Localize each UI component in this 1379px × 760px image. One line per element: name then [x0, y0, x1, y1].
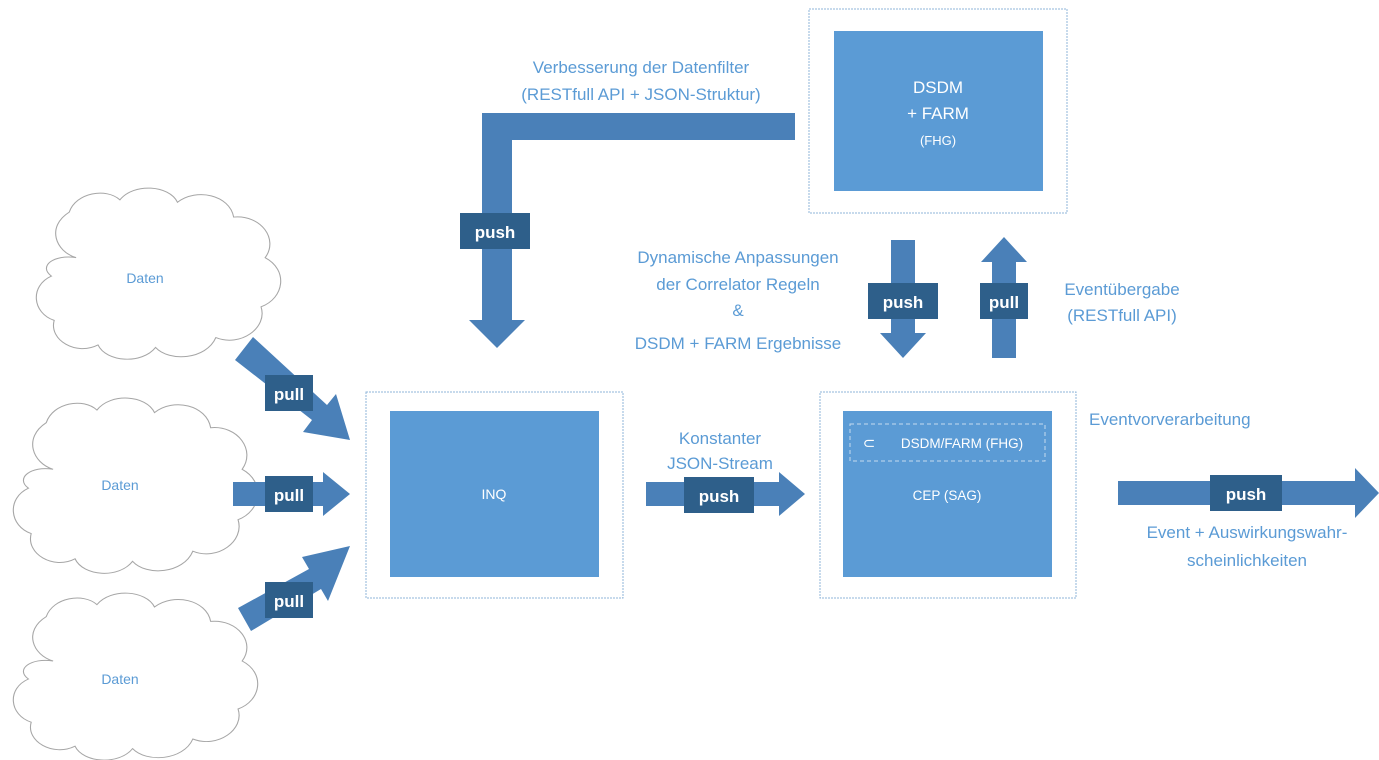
- data-cloud-3: Daten: [12, 592, 259, 760]
- pull-arrow-3: pull: [238, 546, 350, 631]
- cep-subcomponent: [849, 423, 1046, 462]
- cep-sub-label: DSDM/FARM (FHG): [901, 436, 1023, 451]
- dyn-label-2: der Correlator Regeln: [656, 275, 819, 294]
- filter-push-arrow: push: [460, 113, 795, 348]
- dyn-label-4: DSDM + FARM Ergebnisse: [635, 334, 841, 353]
- pull-tag-1: [265, 375, 313, 411]
- event-label-2: (RESTfull API): [1067, 306, 1177, 325]
- output-label-2: scheinlichkeiten: [1187, 551, 1307, 570]
- cep-box: ⊂ DSDM/FARM (FHG) CEP (SAG): [819, 391, 1077, 599]
- filter-label-2: (RESTfull API + JSON-Struktur): [521, 85, 760, 104]
- svg-text:pull: pull: [989, 293, 1019, 312]
- push-tag-top: [460, 213, 530, 249]
- stream-label-1: Konstanter: [679, 429, 762, 448]
- cloud-label-2: Daten: [101, 477, 138, 493]
- svg-text:push: push: [883, 293, 924, 312]
- svg-text:pull: pull: [274, 486, 304, 505]
- push-tag-mid: [684, 477, 754, 513]
- pull-tag-2: [265, 476, 313, 512]
- event-label-1: Eventübergabe: [1064, 280, 1179, 299]
- svg-text:push: push: [475, 223, 516, 242]
- data-cloud-1: Daten: [35, 187, 282, 360]
- dyn-label-1: Dynamische Anpassungen: [637, 248, 838, 267]
- push-down-arrow: push: [868, 240, 938, 358]
- push-tag-down: [868, 283, 938, 319]
- pull-tag-up: [980, 283, 1028, 319]
- stream-label-2: JSON-Stream: [667, 454, 773, 473]
- pull-up-arrow: pull: [980, 237, 1028, 358]
- pull-arrow-1: pull: [235, 337, 350, 440]
- svg-text:pull: pull: [274, 385, 304, 404]
- svg-text:pull: pull: [274, 592, 304, 611]
- dsdm-title: DSDM: [913, 78, 963, 97]
- svg-text:push: push: [699, 487, 740, 506]
- subset-icon: ⊂: [863, 435, 876, 452]
- dsdm-subtitle: + FARM: [907, 104, 969, 123]
- data-cloud-2: Daten: [12, 397, 259, 575]
- cloud-label-1: Daten: [126, 270, 163, 286]
- pull-arrow-2: pull: [233, 472, 350, 516]
- output-label-1: Event + Auswirkungswahr-: [1147, 523, 1348, 542]
- stream-push-arrow: push: [646, 472, 805, 516]
- inq-label: INQ: [482, 486, 507, 502]
- inq-box: INQ: [365, 391, 624, 599]
- output-push-arrow: push: [1118, 468, 1379, 518]
- svg-text:push: push: [1226, 485, 1267, 504]
- dsdm-farm-box: DSDM + FARM (FHG): [808, 8, 1068, 214]
- cloud-label-3: Daten: [101, 671, 138, 687]
- pull-tag-3: [265, 582, 313, 618]
- dsdm-org: (FHG): [920, 133, 956, 148]
- filter-label-1: Verbesserung der Datenfilter: [533, 58, 750, 77]
- push-tag-out: [1210, 475, 1282, 511]
- cep-label: CEP (SAG): [913, 488, 982, 503]
- dyn-label-3: &: [732, 301, 744, 320]
- prep-label: Eventvorverarbeitung: [1089, 410, 1251, 429]
